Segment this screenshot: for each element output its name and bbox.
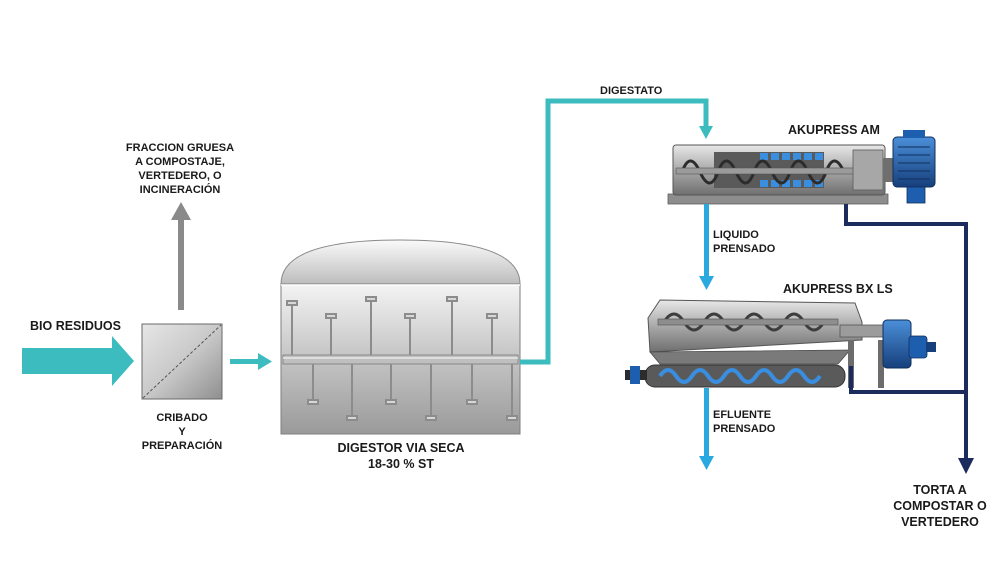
fraccion-gruesa-line: A COMPOSTAJE, bbox=[135, 156, 225, 168]
digestato-pipe bbox=[520, 98, 713, 365]
digestor-label: DIGESTOR VIA SECA 18-30 % ST bbox=[337, 440, 464, 472]
fraccion-gruesa-line: FRACCION GRUESA bbox=[125, 142, 235, 154]
torta-line: TORTA A bbox=[913, 483, 967, 497]
akupress-bx-machine bbox=[625, 299, 936, 388]
torta-line: VERTEDERO bbox=[901, 515, 979, 529]
torta-label: TORTA A COMPOSTAR O VERTEDERO bbox=[893, 482, 987, 530]
screen-to-digester-arrow bbox=[230, 353, 272, 370]
fraccion-gruesa-line: INCINERACIÓN bbox=[139, 184, 221, 196]
akupress-am-machine bbox=[667, 130, 936, 205]
digestor-line: DIGESTOR VIA SECA bbox=[337, 441, 465, 455]
akupress-am-label: AKUPRESS AM bbox=[788, 123, 880, 137]
liquido-prensado-arrow bbox=[699, 204, 714, 290]
cribado-label: CRIBADO Y PREPARACIÓN bbox=[142, 411, 222, 453]
digestor-tank bbox=[280, 239, 521, 435]
torta-discharge-lines bbox=[844, 204, 974, 474]
digestato-label: DIGESTATO bbox=[600, 85, 663, 97]
cribado-line: Y bbox=[178, 426, 186, 438]
fraccion-gruesa-line: VERTEDERO, O bbox=[138, 170, 222, 182]
akupress-bx-label: AKUPRESS BX LS bbox=[783, 282, 893, 296]
cribado-line: CRIBADO bbox=[156, 412, 208, 424]
efluente-prensado-line: EFLUENTE bbox=[713, 409, 772, 421]
bio-residuos-inlet-arrow bbox=[22, 336, 134, 386]
efluente-prensado-line: PRENSADO bbox=[713, 423, 776, 435]
fraccion-gruesa-label: FRACCION GRUESA A COMPOSTAJE, VERTEDERO,… bbox=[126, 141, 234, 197]
liquido-prensado-label: LIQUIDO PRENSADO bbox=[713, 228, 775, 256]
bio-residuos-label: BIO RESIDUOS bbox=[30, 319, 121, 333]
cribado-line: PREPARACIÓN bbox=[141, 440, 223, 452]
coarse-fraction-arrow bbox=[171, 202, 191, 310]
efluente-prensado-arrow bbox=[699, 388, 714, 470]
torta-line: COMPOSTAR O bbox=[893, 499, 987, 513]
cribado-box bbox=[141, 323, 223, 400]
digestor-line: 18-30 % ST bbox=[367, 457, 435, 471]
efluente-prensado-label: EFLUENTE PRENSADO bbox=[713, 408, 775, 436]
liquido-prensado-line: LIQUIDO bbox=[713, 229, 759, 241]
liquido-prensado-line: PRENSADO bbox=[713, 243, 776, 255]
